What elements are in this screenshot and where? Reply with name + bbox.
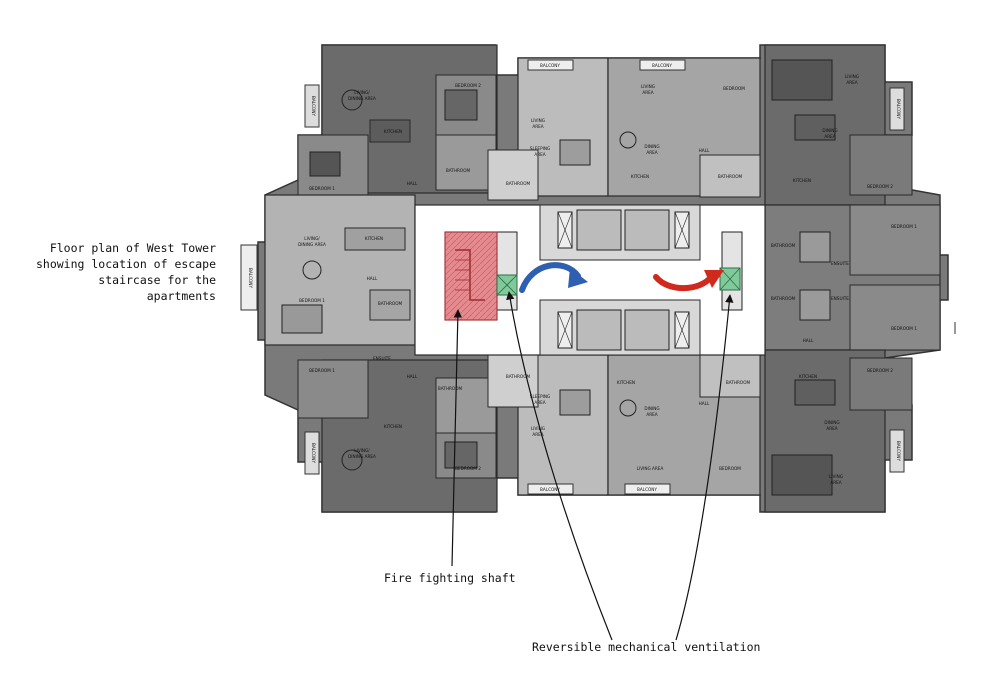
svg-text:BATHROOM: BATHROOM bbox=[506, 374, 531, 379]
svg-text:BEDROOM 1: BEDROOM 1 bbox=[309, 186, 335, 191]
fire-shaft-label: Fire fighting shaft bbox=[384, 571, 516, 585]
svg-text:BEDROOM 1: BEDROOM 1 bbox=[309, 368, 335, 373]
svg-text:BALCONY: BALCONY bbox=[896, 99, 901, 119]
unit-left-middle: LIVING/ DINING AREA KITCHEN HALL BATHROO… bbox=[240, 194, 416, 346]
leader-ventilation-left bbox=[506, 291, 613, 641]
svg-text:AREA: AREA bbox=[646, 412, 657, 417]
vent-shaft-right bbox=[719, 267, 741, 291]
svg-text:BALCONY: BALCONY bbox=[637, 487, 657, 492]
svg-text:AREA: AREA bbox=[534, 400, 545, 405]
svg-text:AREA: AREA bbox=[830, 480, 841, 485]
svg-text:BATHROOM: BATHROOM bbox=[771, 296, 796, 301]
svg-text:SLEEPING: SLEEPING bbox=[530, 146, 550, 151]
svg-text:LIVING/: LIVING/ bbox=[354, 448, 370, 453]
caption-line: Floor plan of West Tower bbox=[49, 241, 216, 255]
unit-left-top: LIVING/ DINING AREA KITCHEN BEDROOM 2 HA… bbox=[297, 44, 498, 201]
airflow-arrow-blue bbox=[519, 262, 588, 293]
svg-text:AREA: AREA bbox=[646, 150, 657, 155]
svg-text:HALL: HALL bbox=[367, 276, 378, 281]
svg-text:AREA: AREA bbox=[824, 134, 835, 139]
ventilation-label: Reversible mechanical ventilation bbox=[532, 640, 761, 654]
svg-text:LIVING: LIVING bbox=[531, 118, 545, 123]
caption-line: showing location of escape bbox=[35, 257, 216, 271]
plan-caption: Floor plan of West Tower showing locatio… bbox=[20, 240, 216, 304]
svg-text:BATHROOM: BATHROOM bbox=[726, 380, 751, 385]
svg-text:BATHROOM: BATHROOM bbox=[446, 168, 471, 173]
airflow-arrow-red bbox=[653, 270, 724, 292]
svg-text:BALCONY: BALCONY bbox=[311, 443, 316, 463]
svg-text:LIVING AREA: LIVING AREA bbox=[637, 466, 664, 471]
svg-text:KITCHEN: KITCHEN bbox=[631, 174, 649, 179]
vent-shaft-left bbox=[496, 274, 518, 296]
unit-right-middle: BATHROOM BEDROOM 1 ENSUITE ENSUITE BATHR… bbox=[764, 204, 941, 351]
unit-right-bottom: KITCHEN BEDROOM 2 DINING AREA LIVING ARE… bbox=[764, 349, 913, 513]
unit-center-top: BALCONY BALCONY LIVING AREA SLEEPING ARE… bbox=[487, 57, 761, 201]
svg-text:BEDROOM 2: BEDROOM 2 bbox=[867, 184, 893, 189]
svg-text:BALCONY: BALCONY bbox=[652, 63, 672, 68]
svg-text:BEDROOM 1: BEDROOM 1 bbox=[891, 224, 917, 229]
svg-text:ENSUITE: ENSUITE bbox=[831, 261, 849, 266]
svg-text:AREA: AREA bbox=[532, 124, 543, 129]
svg-text:AREA: AREA bbox=[826, 426, 837, 431]
svg-text:HALL: HALL bbox=[407, 181, 418, 186]
svg-text:DINING: DINING bbox=[822, 128, 837, 133]
svg-text:LIVING: LIVING bbox=[531, 426, 545, 431]
svg-text:BATHROOM: BATHROOM bbox=[718, 174, 743, 179]
caption-line: apartments bbox=[146, 289, 216, 303]
unit-right-top: LIVING AREA DINING AREA KITCHEN BEDROOM … bbox=[764, 44, 913, 216]
svg-text:BATHROOM: BATHROOM bbox=[506, 181, 531, 186]
svg-text:BEDROOM 2: BEDROOM 2 bbox=[455, 83, 481, 88]
svg-text:DINING: DINING bbox=[644, 144, 659, 149]
caption-line: staircase for the bbox=[98, 273, 216, 287]
svg-text:ENSUITE: ENSUITE bbox=[831, 296, 849, 301]
svg-text:LIVING: LIVING bbox=[641, 84, 655, 89]
svg-text:AREA: AREA bbox=[532, 432, 543, 437]
svg-text:AREA: AREA bbox=[642, 90, 653, 95]
svg-text:KITCHEN: KITCHEN bbox=[799, 374, 817, 379]
svg-text:DINING: DINING bbox=[644, 406, 659, 411]
svg-text:BATHROOM: BATHROOM bbox=[438, 386, 463, 391]
svg-text:BALCONY: BALCONY bbox=[248, 268, 253, 288]
svg-text:AREA: AREA bbox=[534, 152, 545, 157]
svg-text:BEDROOM: BEDROOM bbox=[723, 86, 745, 91]
svg-text:BEDROOM 2: BEDROOM 2 bbox=[867, 368, 893, 373]
svg-text:BATHROOM: BATHROOM bbox=[378, 301, 403, 306]
svg-text:HALL: HALL bbox=[407, 374, 418, 379]
svg-text:BALCONY: BALCONY bbox=[896, 441, 901, 461]
svg-text:BALCONY: BALCONY bbox=[540, 63, 560, 68]
svg-text:KITCHEN: KITCHEN bbox=[793, 178, 811, 183]
svg-text:BEDROOM 1: BEDROOM 1 bbox=[891, 326, 917, 331]
svg-text:BATHROOM: BATHROOM bbox=[771, 243, 796, 248]
svg-text:DINING: DINING bbox=[824, 420, 839, 425]
svg-text:SLEEPING: SLEEPING bbox=[530, 394, 550, 399]
svg-text:BEDROOM 2: BEDROOM 2 bbox=[455, 466, 481, 471]
svg-text:LIVING: LIVING bbox=[829, 474, 843, 479]
leader-ventilation-right bbox=[675, 294, 734, 641]
svg-text:DINING AREA: DINING AREA bbox=[298, 242, 326, 247]
svg-text:ENSUITE: ENSUITE bbox=[373, 356, 391, 361]
leader-fire-shaft bbox=[451, 309, 463, 567]
svg-text:BALCONY: BALCONY bbox=[311, 96, 316, 116]
svg-text:BEDROOM 1: BEDROOM 1 bbox=[299, 298, 325, 303]
fire-fighting-stair bbox=[444, 231, 498, 321]
svg-text:LIVING: LIVING bbox=[845, 74, 859, 79]
svg-text:HALL: HALL bbox=[699, 401, 710, 406]
svg-text:HALL: HALL bbox=[699, 148, 710, 153]
unit-left-bottom: BEDROOM 1 ENSUITE HALL BATHROOM KITCHEN … bbox=[297, 356, 498, 513]
unit-center-bottom: BALCONY BALCONY BATHROOM SLEEPING AREA L… bbox=[487, 354, 761, 496]
svg-text:LIVING/: LIVING/ bbox=[354, 90, 370, 95]
svg-text:KITCHEN: KITCHEN bbox=[384, 424, 402, 429]
svg-text:HALL: HALL bbox=[803, 338, 814, 343]
svg-text:DINING AREA: DINING AREA bbox=[348, 454, 376, 459]
svg-text:KITCHEN: KITCHEN bbox=[617, 380, 635, 385]
svg-text:KITCHEN: KITCHEN bbox=[384, 129, 402, 134]
svg-text:BEDROOM: BEDROOM bbox=[719, 466, 741, 471]
svg-text:KITCHEN: KITCHEN bbox=[365, 236, 383, 241]
svg-text:LIVING/: LIVING/ bbox=[304, 236, 320, 241]
svg-text:BALCONY: BALCONY bbox=[540, 487, 560, 492]
svg-text:AREA: AREA bbox=[846, 80, 857, 85]
svg-text:DINING AREA: DINING AREA bbox=[348, 96, 376, 101]
